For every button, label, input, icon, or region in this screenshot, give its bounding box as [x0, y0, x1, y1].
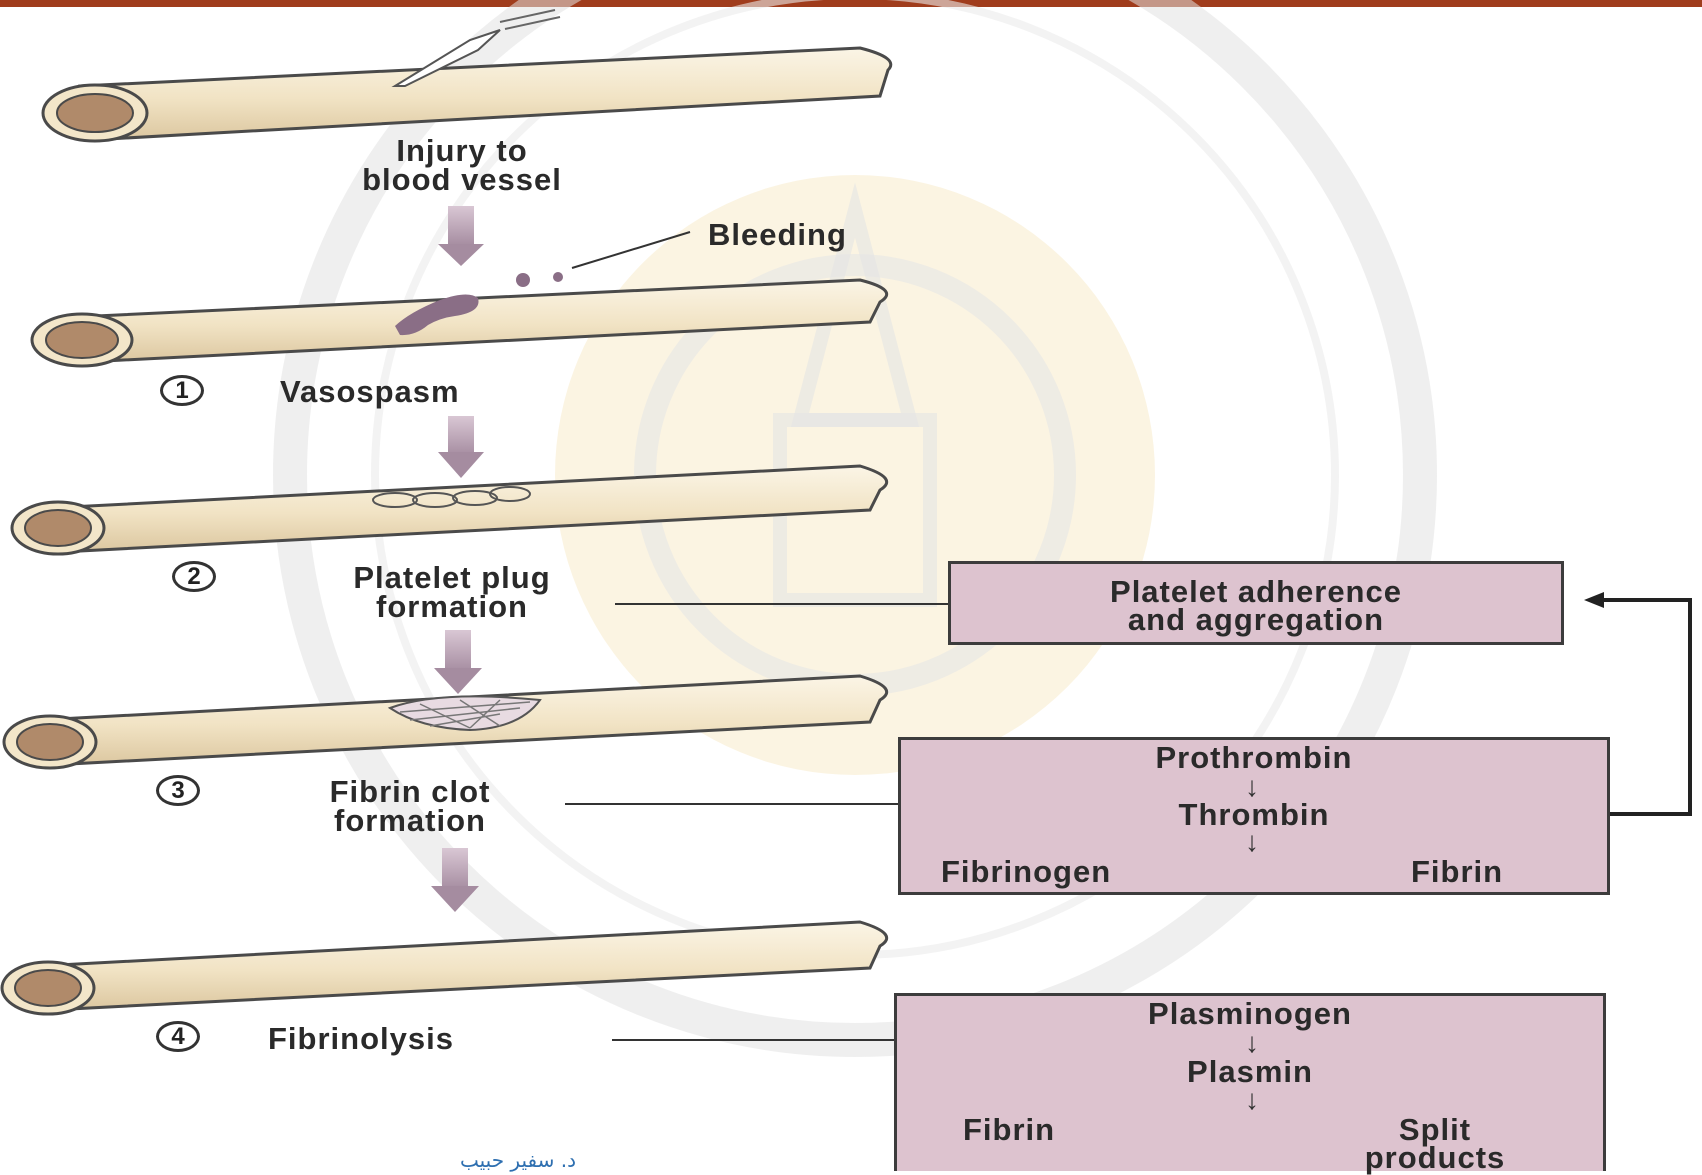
step-3-label-line2: formation	[250, 806, 570, 835]
platelet-aggregation-box: Platelet adherence and aggregation	[948, 561, 1564, 645]
step-1-label: Vasospasm	[280, 377, 460, 406]
step-4-label: Fibrinolysis	[268, 1024, 454, 1053]
plasminogen-text: Plasminogen	[897, 1000, 1603, 1028]
injury-label-line1: Injury to	[262, 136, 662, 165]
arrow-down-icon	[434, 630, 482, 694]
step-1-badge: 1	[160, 375, 204, 406]
products-text: products	[1335, 1144, 1535, 1172]
step-2-label-line1: Platelet plug	[262, 563, 642, 592]
injury-label-line2: blood vessel	[262, 165, 662, 194]
author-credit: د. سفير حبيب	[460, 1148, 576, 1172]
thrombin-text: Thrombin	[901, 801, 1607, 829]
platelet-box-line2: and aggregation	[951, 606, 1561, 634]
fibrin-lysis-text: Fibrin	[963, 1116, 1055, 1144]
arrow-down-icon	[438, 206, 484, 266]
fibrin-text: Fibrin	[1411, 858, 1503, 886]
arrow-down-icon: ↓	[1245, 829, 1259, 855]
fibrinolysis-box: Plasminogen ↓ Plasmin ↓ Fibrin Split pro…	[894, 993, 1606, 1171]
step-4-badge: 4	[156, 1021, 200, 1052]
arrow-down-icon	[438, 416, 484, 478]
step-3-badge: 3	[156, 775, 200, 806]
bleeding-label: Bleeding	[708, 220, 847, 249]
vessel-platelet-plug	[12, 466, 887, 554]
arrow-down-icon: ↓	[1245, 1030, 1259, 1056]
step-3-label-line1: Fibrin clot	[250, 777, 570, 806]
coagulation-cascade-box: Prothrombin ↓ Thrombin ↓ Fibrinogen Fibr…	[898, 737, 1610, 895]
injury-label: Injury to blood vessel	[262, 136, 662, 194]
vessel-fibrinolysis	[2, 922, 887, 1014]
arrow-down-icon: ↓	[1245, 1087, 1259, 1113]
step-3-label: Fibrin clot formation	[250, 777, 570, 835]
step-2-label-line2: formation	[262, 592, 642, 621]
plasmin-text: Plasmin	[897, 1058, 1603, 1086]
split-products-text: Split products	[1335, 1116, 1535, 1172]
step-2-badge: 2	[172, 561, 216, 592]
vessel-injury	[43, 10, 891, 141]
prothrombin-text: Prothrombin	[901, 744, 1607, 772]
fibrinogen-text: Fibrinogen	[941, 858, 1111, 886]
step-2-label: Platelet plug formation	[262, 563, 642, 621]
vessel-fibrin-clot	[4, 676, 887, 768]
arrow-down-icon	[431, 848, 479, 912]
